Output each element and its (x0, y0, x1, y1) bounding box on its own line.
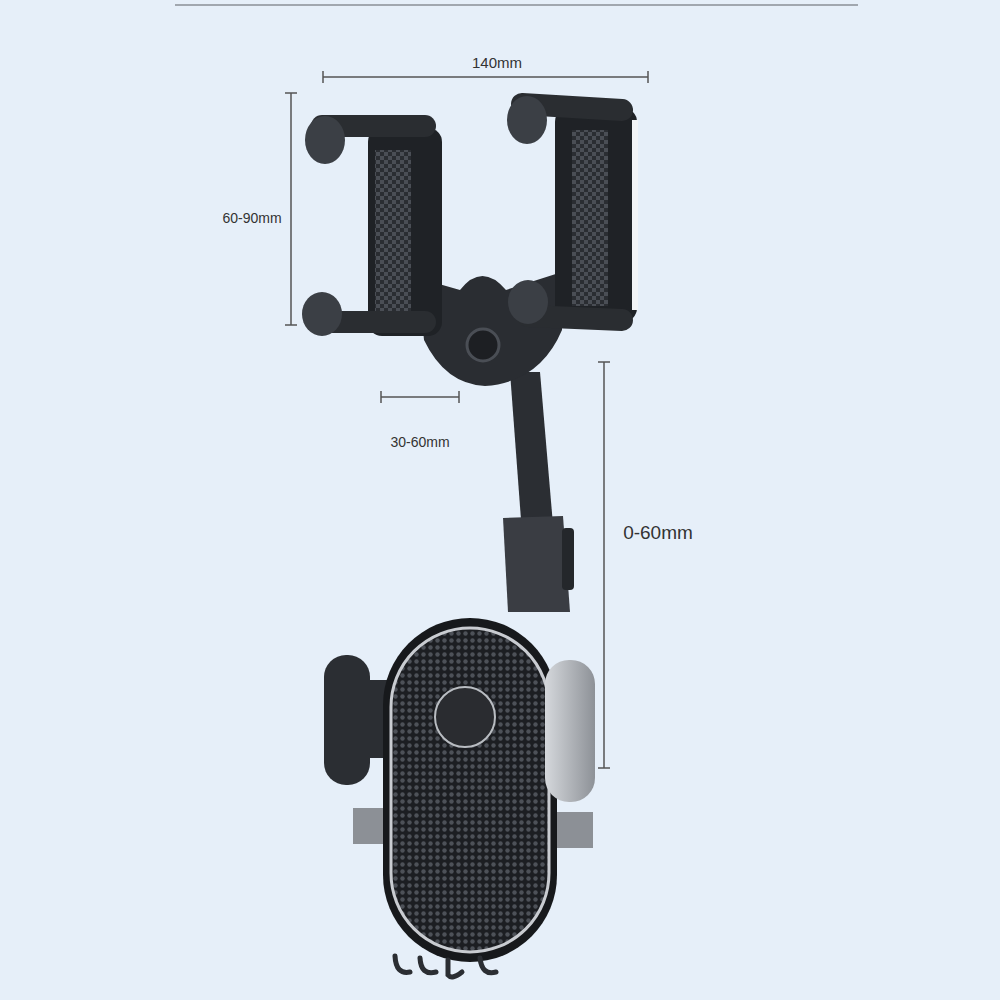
hub (467, 329, 499, 361)
left-clamp-arm (302, 116, 442, 336)
top-rule (175, 4, 858, 6)
collar-knob (562, 528, 574, 590)
dimension-label: 30-60mm (390, 434, 449, 450)
phone-holder (324, 618, 595, 977)
right-clamp-arm (507, 96, 638, 324)
telescope-collar (503, 516, 570, 612)
dimension-label: 0-60mm (623, 522, 693, 544)
dimension-label: 140mm (472, 54, 522, 71)
dimension-label: 60-90mm (222, 210, 281, 226)
